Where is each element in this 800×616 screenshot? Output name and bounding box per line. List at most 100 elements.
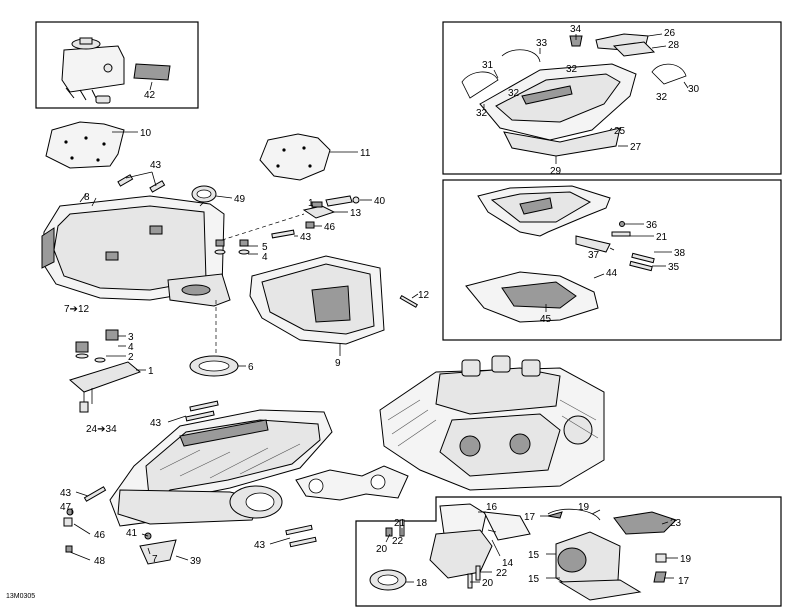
callout-37: 37 [588,250,600,261]
callout-24-34: 24➔34 [86,424,117,435]
callout-4b: 4 [128,342,134,353]
callout-35: 35 [668,262,680,273]
callout-19a: 19 [578,502,590,513]
callout-32a: 32 [566,64,578,75]
pipe-springs-bottom [285,524,317,548]
callout-16: 16 [486,502,498,513]
callout-7-12: 7➔12 [64,304,90,315]
callout-20b: 20 [482,578,494,589]
callout-45: 45 [540,314,552,325]
inset-box-oil-tank [35,21,199,109]
callout-32d: 32 [656,92,668,103]
callout-38: 38 [674,248,686,259]
callout-1b: 1 [148,366,154,377]
callout-46b: 46 [94,530,106,541]
callout-28: 28 [668,40,680,51]
callout-17a: 17 [524,512,536,523]
flange-plate [613,511,677,535]
callout-32b: 32 [508,88,520,99]
callout-29: 29 [550,166,562,177]
callout-20a: 20 [376,544,388,555]
callout-33: 33 [536,38,548,49]
callout-48: 48 [94,556,106,567]
drawing-code: 13M0305 [6,593,35,600]
upper-heat-shield [477,185,611,237]
oil-tank [61,37,125,104]
callout-18: 18 [416,578,428,589]
inset-box-heat-shield [442,179,782,341]
pipe-cover [479,63,637,157]
callout-7: 7 [152,554,158,565]
callout-47: 47 [60,502,72,513]
callout-39: 39 [190,556,202,567]
callout-9: 9 [335,358,341,369]
exhaust-flange [295,465,409,501]
callout-19b: 19 [680,554,692,565]
callout-30: 30 [688,84,700,95]
mount-bracket [271,195,360,239]
callout-23: 23 [670,518,682,529]
callout-12: 12 [418,290,430,301]
callout-25: 25 [614,126,626,137]
callout-2: 2 [128,352,134,363]
callout-36: 36 [646,220,658,231]
heat-shield-liner [465,271,599,323]
mounting-plate [68,361,141,413]
nut-washer-stack [214,239,250,255]
shield-hardware [575,221,655,272]
callout-22b: 22 [496,568,508,579]
callout-21a: 21 [656,232,668,243]
rivet [399,294,418,308]
spring-clamp [547,508,601,521]
callout-40: 40 [374,196,386,207]
exhaust-gasket-ring [189,355,239,377]
callout-41: 41 [126,528,138,539]
callout-4a: 4 [262,252,268,263]
muffler-assembly [41,193,231,307]
callout-26: 26 [664,28,676,39]
callout-43b: 43 [300,232,312,243]
seal-ring [191,185,217,203]
tuned-pipe [109,409,333,527]
engine-block [379,355,605,491]
callout-43c: 43 [150,418,162,429]
callout-43e: 43 [254,540,266,551]
callout-14: 14 [502,558,514,569]
callout-8: 8 [84,192,90,203]
callout-13: 13 [350,208,362,219]
callout-11: 11 [360,148,371,159]
callout-43a: 43 [150,160,162,171]
gasket-plate-right [259,133,331,181]
callout-46a: 46 [324,222,336,233]
pipe-springs-top [185,400,219,422]
inset-box-tuned-pipe-cover [442,21,782,175]
callout-31: 31 [482,60,494,71]
gasket-plate [45,121,125,169]
callout-42: 42 [144,90,156,101]
callout-3: 3 [128,332,134,343]
callout-44: 44 [606,268,618,279]
manifold-elbow [555,531,642,601]
callout-10: 10 [140,128,152,139]
heat-shield [249,255,385,345]
callout-5: 5 [262,242,268,253]
callout-21b: 21 [394,518,406,529]
label-sticker [133,63,171,81]
callout-17b: 17 [678,576,690,587]
callout-22a: 22 [392,536,404,547]
spring-nut-stack [75,329,119,363]
inset-box-exhaust-manifold [355,496,782,607]
callout-49: 49 [234,194,246,205]
spring-bolt [117,174,166,193]
manifold-parts [369,503,531,591]
callout-43d: 43 [60,488,72,499]
callout-1a: 1 [308,198,314,209]
callout-32c: 32 [476,108,488,119]
callout-6: 6 [248,362,254,373]
clamp-bands [461,33,687,99]
spring-post-stack [63,486,107,553]
callout-15b: 15 [528,574,540,585]
callout-27: 27 [630,142,642,153]
pipe-bracket [139,532,177,565]
